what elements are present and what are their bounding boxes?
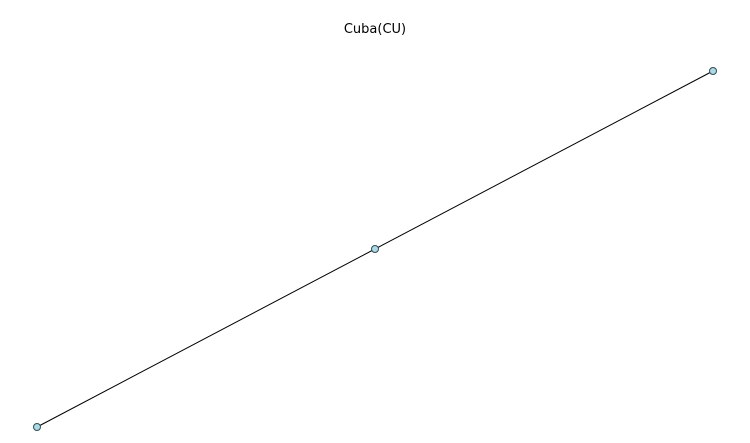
graph-nodes	[33, 67, 717, 431]
graph-edge-n1-n2	[36, 248, 376, 428]
graph-node-n2	[371, 245, 379, 253]
graph-node-n1	[33, 423, 41, 431]
graph-node-n3	[709, 67, 717, 75]
graph-edges	[36, 70, 714, 428]
figure-title: Cuba(CU)	[343, 22, 407, 37]
graph-edge-n2-n3	[374, 70, 714, 250]
